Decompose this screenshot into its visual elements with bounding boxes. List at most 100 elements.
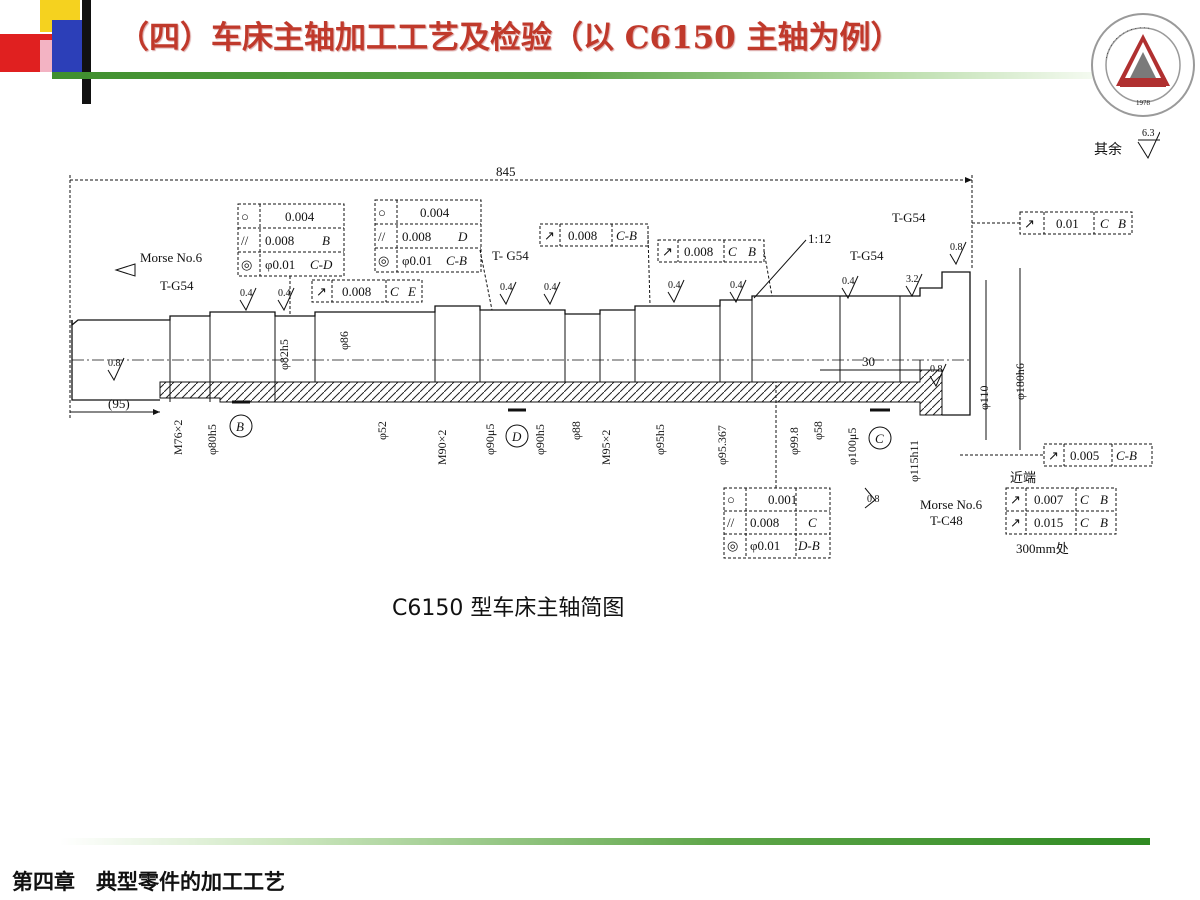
fcf-d-ref2: B	[748, 244, 756, 259]
fcf-b-1-sym: //	[378, 229, 386, 244]
fcf-g: ↗ 0.005 C-B	[1043, 443, 1153, 467]
rough-4: 0.4	[544, 282, 557, 293]
fcf-e-val: 0.01	[1056, 216, 1079, 231]
overall-length: 845	[496, 164, 516, 179]
rough-5: 0.4	[668, 280, 681, 291]
fcf-b-2-sym: ◎	[378, 253, 389, 268]
fcf-i-0-ref: C	[1080, 492, 1089, 507]
fcf-h-2-sym: ◎	[727, 538, 738, 553]
fcf-h-0-val: 0.001	[768, 492, 797, 507]
fcf-g-sym: ↗	[1048, 448, 1059, 463]
dia-90u5: φ90μ5	[483, 424, 497, 455]
dia-95h5: φ95h5	[653, 424, 667, 455]
dia-58: φ58	[811, 421, 825, 440]
slide-title: （四）车床主轴加工工艺及检验（以 C6150 主轴为例）	[118, 20, 902, 56]
fcf-f-ref2: E	[407, 284, 416, 299]
fcf-b-0-val: 0.004	[420, 205, 450, 220]
fcf-i: 近端 ↗ 0.007 C B ↗ 0.015 C B 300mm处	[1005, 470, 1117, 556]
dia-86: φ86	[337, 331, 351, 350]
fcf-a-2-sym: ◎	[241, 257, 252, 272]
dia-88: φ88	[569, 421, 583, 440]
fcf-h-1-sym: //	[727, 515, 735, 530]
hardening-3: T-G54	[892, 210, 926, 225]
fcf-e-sym: ↗	[1024, 216, 1035, 231]
fcf-a-0-val: 0.004	[285, 209, 315, 224]
deco-black-bar	[82, 0, 91, 104]
fcf-g-ref: C-B	[1116, 448, 1137, 463]
fcf-e-ref2: B	[1118, 216, 1126, 231]
fcf-i-1-ref: C	[1080, 515, 1089, 530]
fcf-a-1-ref: B	[322, 233, 330, 248]
datum-b: B	[236, 419, 244, 434]
fcf-d-val: 0.008	[684, 244, 713, 259]
dia-90h5: φ90h5	[533, 424, 547, 455]
hardening-2: T-G54	[850, 248, 884, 263]
fcf-e-ref: C	[1100, 216, 1109, 231]
fcf-a-1-sym: //	[241, 233, 249, 248]
university-seal-icon: 1978 · · · · · · · · · · · · · ·	[1091, 13, 1195, 117]
fcf-h-0-sym: ○	[727, 492, 735, 507]
dia-82h5: φ82h5	[277, 339, 291, 370]
fcf-h-2-ref: D-B	[797, 538, 820, 553]
rough-6: 0.4	[730, 280, 743, 291]
fcf-a: ○ 0.004 // 0.008 B ◎ φ0.01 C-D	[237, 203, 345, 277]
fcf-a-1-val: 0.008	[265, 233, 294, 248]
fcf-c-val: 0.008	[568, 228, 597, 243]
hardening-1: T- G54	[492, 248, 529, 263]
datum-c: C	[875, 431, 884, 446]
rough-3: 0.4	[500, 282, 513, 293]
fcf-b-1-ref: D	[457, 229, 468, 244]
callout-labels: Morse No.6 T-G54 T- G54 T-G54 T-G54 Mors…	[140, 210, 983, 528]
fcf-g-val: 0.005	[1070, 448, 1099, 463]
fcf-f-sym: ↗	[316, 284, 327, 299]
figure-caption: C6150 型车床主轴简图	[392, 596, 625, 621]
fcf-a-2-val: φ0.01	[265, 257, 295, 272]
morse-left: Morse No.6	[140, 250, 203, 265]
title-underline	[52, 72, 1092, 79]
dim-30: 30	[862, 354, 875, 369]
dia-95-367: φ95.367	[715, 425, 729, 465]
dia-115h11: φ115h11	[907, 440, 921, 482]
hardening-0: T-G54	[160, 278, 194, 293]
fcf-i-1-ref2: B	[1100, 515, 1108, 530]
deco-pink-block	[40, 40, 52, 72]
roughness-other-value: 6.3	[1142, 128, 1155, 139]
far-label: 300mm处	[1016, 541, 1069, 556]
dia-m95: M95×2	[599, 430, 613, 465]
fcf-f-ref: C	[390, 284, 399, 299]
left-dim: (95)	[108, 396, 130, 411]
fcf-a-2-ref: C-D	[310, 257, 333, 272]
rough-10: 0.8	[930, 364, 943, 375]
rough-7: 0.4	[842, 276, 855, 287]
diameter-labels: M76×2 φ80h5 φ82h5 φ86 φ52 M90×2 φ90μ5 φ9…	[171, 331, 1027, 482]
fcf-e: ↗ 0.01 C B	[1019, 211, 1133, 235]
fcf-f: ↗ 0.008 C E	[311, 279, 423, 303]
fcf-h-1-ref: C	[808, 515, 817, 530]
fcf-i-0-sym: ↗	[1010, 492, 1021, 507]
dia-m90: M90×2	[435, 430, 449, 465]
fcf-c: ↗ 0.008 C-B	[539, 223, 649, 247]
near-end-label: 近端	[1010, 470, 1036, 485]
dia-99-8: φ99.8	[787, 427, 801, 455]
fcf-b: ○ 0.004 // 0.008 D ◎ φ0.01 C-B	[374, 199, 482, 273]
fcf-b-1-val: 0.008	[402, 229, 431, 244]
deco-blue-block	[52, 20, 82, 72]
rough-1: 0.4	[240, 288, 253, 299]
rough-9: 3.2	[906, 274, 919, 285]
dia-80h5: φ80h5	[205, 424, 219, 455]
logo-year: 1978	[1136, 99, 1151, 107]
fcf-b-2-ref: C-B	[446, 253, 467, 268]
dia-100u5: φ100μ5	[845, 428, 859, 465]
fcf-h-2-val: φ0.01	[750, 538, 780, 553]
fcf-f-val: 0.008	[342, 284, 371, 299]
rough-8: 0.8	[950, 242, 963, 253]
taper-ratio: 1:12	[808, 231, 831, 246]
fcf-d-sym: ↗	[662, 244, 673, 259]
roughness-marks: 0.4 0.4 0.4 0.4 0.4 0.4 0.4 0.8 3.2 0.8 …	[107, 241, 967, 509]
morse-right: Morse No.6	[920, 497, 983, 512]
spindle-drawing: 845 其余 6.3 (95) 30 1:12 M76×2 φ80h5 φ82h…	[69, 128, 1160, 559]
fcf-c-ref: C-B	[616, 228, 637, 243]
fcf-h-1-val: 0.008	[750, 515, 779, 530]
datum-d: D	[511, 429, 522, 444]
fcf-b-0-sym: ○	[378, 205, 386, 220]
